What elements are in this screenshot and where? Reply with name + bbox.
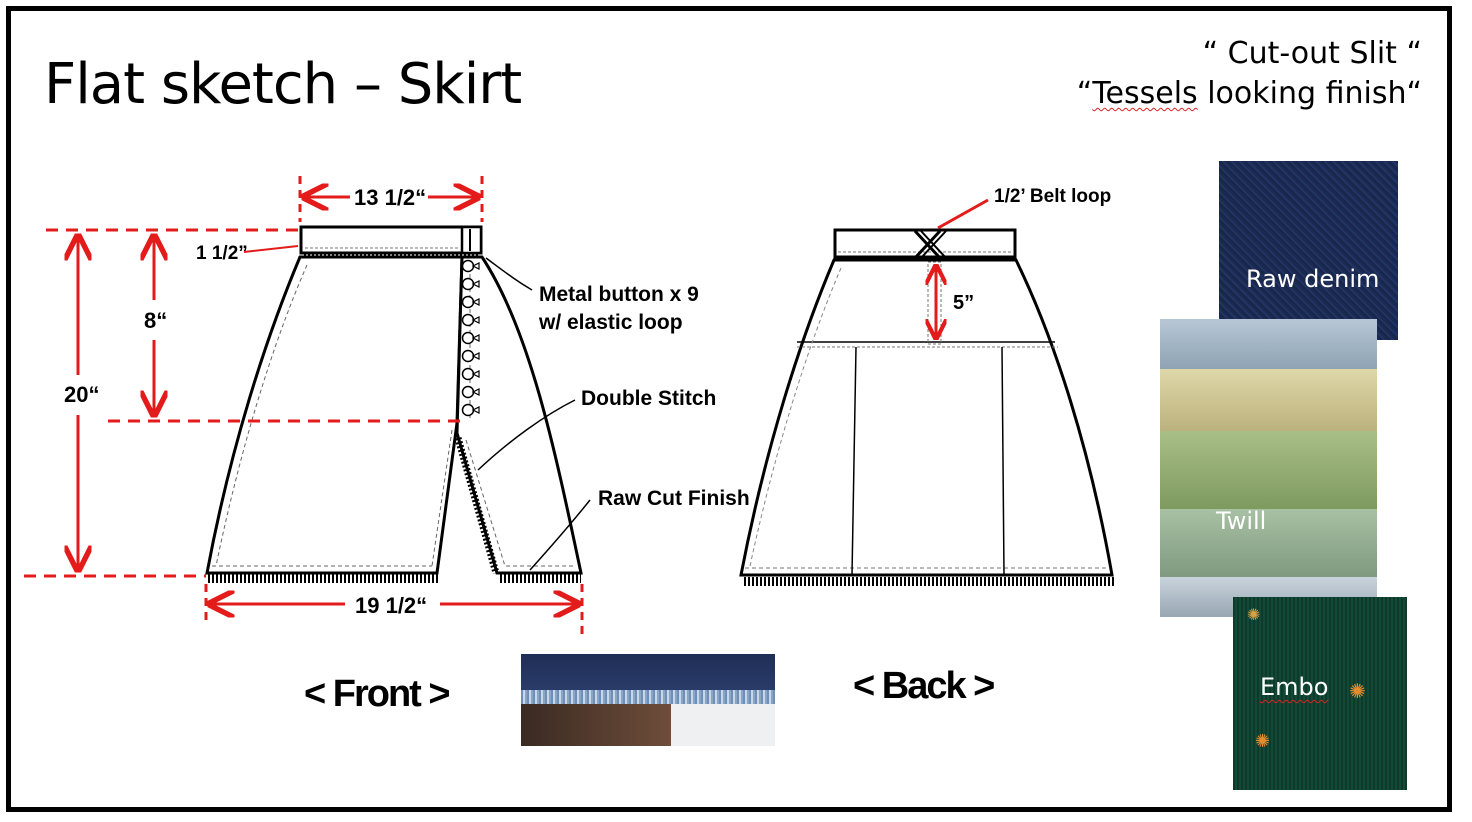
fabric-swatch-twill: Twill <box>1160 319 1377 617</box>
dim-waist: 13 1/2“ <box>354 185 426 210</box>
front-right-panel <box>455 255 583 575</box>
fringe-hem-photo <box>521 654 775 746</box>
photo-denim <box>521 654 775 694</box>
embroidery-motif: ✺ <box>1247 607 1261 624</box>
dim-hem: 19 1/2“ <box>355 593 427 618</box>
back-center-seam <box>927 261 942 345</box>
fabric-label-embo: Embo <box>1260 673 1328 701</box>
front-waistband-tab <box>460 225 483 255</box>
front-dimensions <box>24 176 584 640</box>
fabric-label-raw-denim: Raw denim <box>1246 265 1380 293</box>
back-skirt-drawing <box>739 228 1114 586</box>
photo-fringe <box>521 690 775 704</box>
front-left-panel <box>205 255 464 575</box>
callout-double-stitch: Double Stitch <box>581 387 716 410</box>
twill-layer <box>1160 509 1377 577</box>
callout-raw-cut: Raw Cut Finish <box>598 487 750 510</box>
callout-elastic-loop: w/ elastic loop <box>538 311 683 334</box>
fabric-label-twill: Twill <box>1216 507 1267 535</box>
front-caption: < Front > <box>304 673 449 715</box>
dim-total-length: 20“ <box>64 382 99 407</box>
design-note-tessels-finish: “Tessels looking finish“ <box>1077 76 1422 111</box>
front-callout-lines <box>477 257 591 571</box>
dim-upper-length: 8“ <box>144 308 167 333</box>
front-hem-fringe-right <box>498 574 581 583</box>
page-title: Flat sketch – Skirt <box>44 52 522 117</box>
callout-metal-button: Metal button x 9 <box>539 283 699 306</box>
quote-mark: “ <box>1076 76 1093 111</box>
slit-fringe <box>454 437 500 574</box>
fabric-swatch-embo: ✺ ✺ ✺ Embo <box>1233 597 1407 790</box>
dim-waistband: 1 1/2” <box>196 243 248 264</box>
twill-layer <box>1160 369 1377 431</box>
callout-belt-loop: 1/2’ Belt loop <box>994 186 1111 207</box>
back-body <box>739 258 1114 577</box>
front-hem-fringe-left <box>208 574 438 583</box>
embroidery-motif: ✺ <box>1255 731 1271 751</box>
front-waistband <box>299 225 483 255</box>
fabric-swatch-raw-denim: Raw denim <box>1219 161 1398 340</box>
back-hem-fringe <box>742 577 1114 586</box>
dim-yoke: 5” <box>953 292 974 314</box>
twill-layer <box>1160 431 1377 509</box>
photo-bg <box>671 704 775 746</box>
back-dimensions <box>936 198 989 338</box>
embroidery-motif: ✺ <box>1349 681 1366 703</box>
front-skirt-drawing <box>205 225 583 583</box>
photo-skin <box>521 704 671 746</box>
embo-word: Embo <box>1260 673 1329 701</box>
back-caption: < Back > <box>853 665 994 707</box>
spellcheck-word: Tessels <box>1092 76 1198 111</box>
note-rest: looking finish“ <box>1197 76 1422 111</box>
twill-layer <box>1160 319 1377 369</box>
design-note-cutout-slit: “ Cut-out Slit “ <box>1202 36 1422 71</box>
belt-loop-x <box>913 229 947 260</box>
